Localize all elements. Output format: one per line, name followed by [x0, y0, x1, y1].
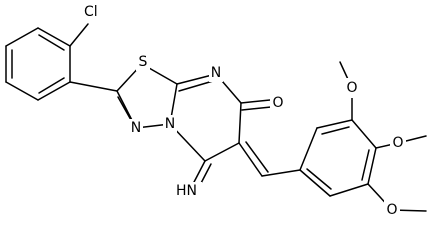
bond [69, 81, 118, 92]
bond [245, 141, 269, 173]
bond [38, 77, 65, 94]
nitrogen-label: N [165, 116, 175, 132]
nitrogen-label: N [131, 120, 141, 136]
bond [37, 27, 71, 47]
methoxy-oxygen-label: O [392, 135, 403, 151]
bond [117, 96, 132, 121]
bond [37, 81, 71, 101]
bond [361, 149, 370, 181]
methoxy-oxygen-label: O [386, 202, 397, 218]
nitrogen-label: N [211, 65, 221, 81]
bond [69, 23, 89, 47]
bond [321, 126, 350, 135]
carbonyl-oxygen-label: O [272, 95, 283, 111]
bond [329, 183, 369, 197]
bond [240, 99, 271, 104]
bond [261, 169, 301, 177]
bond [238, 102, 242, 144]
bond [38, 34, 65, 51]
molecule-structure: Cl S N N N O HN O O O [5, 3, 427, 220]
atom-labels: Cl S N N N O HN O O O [80, 3, 406, 220]
bond [238, 142, 263, 177]
bond [316, 119, 353, 129]
bond [367, 147, 377, 185]
bond [306, 168, 332, 190]
bond [5, 81, 39, 101]
bond [299, 169, 331, 197]
sulfur-label: S [139, 54, 148, 70]
bond [178, 80, 214, 92]
bond [351, 119, 377, 149]
bond [241, 106, 272, 111]
methoxy-oxygen-label: O [346, 80, 357, 96]
chlorine-label: Cl [84, 4, 98, 20]
bond [192, 160, 206, 185]
bond [5, 27, 39, 47]
bonds [5, 23, 427, 212]
imine-label: HN [176, 183, 197, 199]
bond [204, 142, 240, 162]
bond [299, 127, 318, 171]
